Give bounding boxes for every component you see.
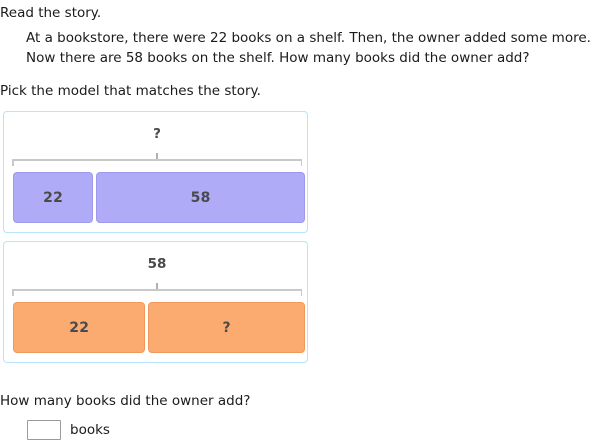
model-option-1[interactable]: ? 22 58 (3, 111, 308, 233)
bracket-span-line (12, 159, 302, 161)
model-1-segment-1: 22 (13, 172, 94, 223)
model-1-segment-2: 58 (96, 172, 305, 223)
bracket-span-line (12, 289, 302, 291)
story-text-line-1: At a bookstore, there were 22 books on a… (26, 30, 591, 46)
bracket-right-cap (300, 159, 302, 166)
model-1-bar-row: 22 58 (13, 172, 305, 223)
answer-question-text: How many books did the owner add? (0, 393, 251, 409)
read-story-instruction: Read the story. (0, 5, 102, 21)
model-2-bar-row: 22 ? (13, 302, 305, 353)
bracket-center-tick-icon (156, 153, 158, 160)
answer-unit-label: books (70, 422, 110, 438)
model-2-segment-2: ? (148, 302, 305, 353)
model-2-bracket-label: 58 (147, 256, 167, 272)
bracket-left-cap (12, 159, 14, 166)
pick-model-instruction: Pick the model that matches the story. (0, 83, 261, 99)
model-1-bracket (12, 153, 302, 166)
bracket-right-cap (300, 289, 302, 296)
answer-row: books (27, 420, 110, 440)
answer-input[interactable] (27, 420, 61, 440)
model-option-2[interactable]: 58 22 ? (3, 241, 308, 363)
bracket-left-cap (12, 289, 14, 296)
bracket-center-tick-icon (156, 283, 158, 290)
story-text-line-2: Now there are 58 books on the shelf. How… (26, 50, 530, 66)
model-2-bracket (12, 283, 302, 296)
model-1-bracket-label: ? (153, 126, 161, 142)
model-2-segment-1: 22 (13, 302, 146, 353)
